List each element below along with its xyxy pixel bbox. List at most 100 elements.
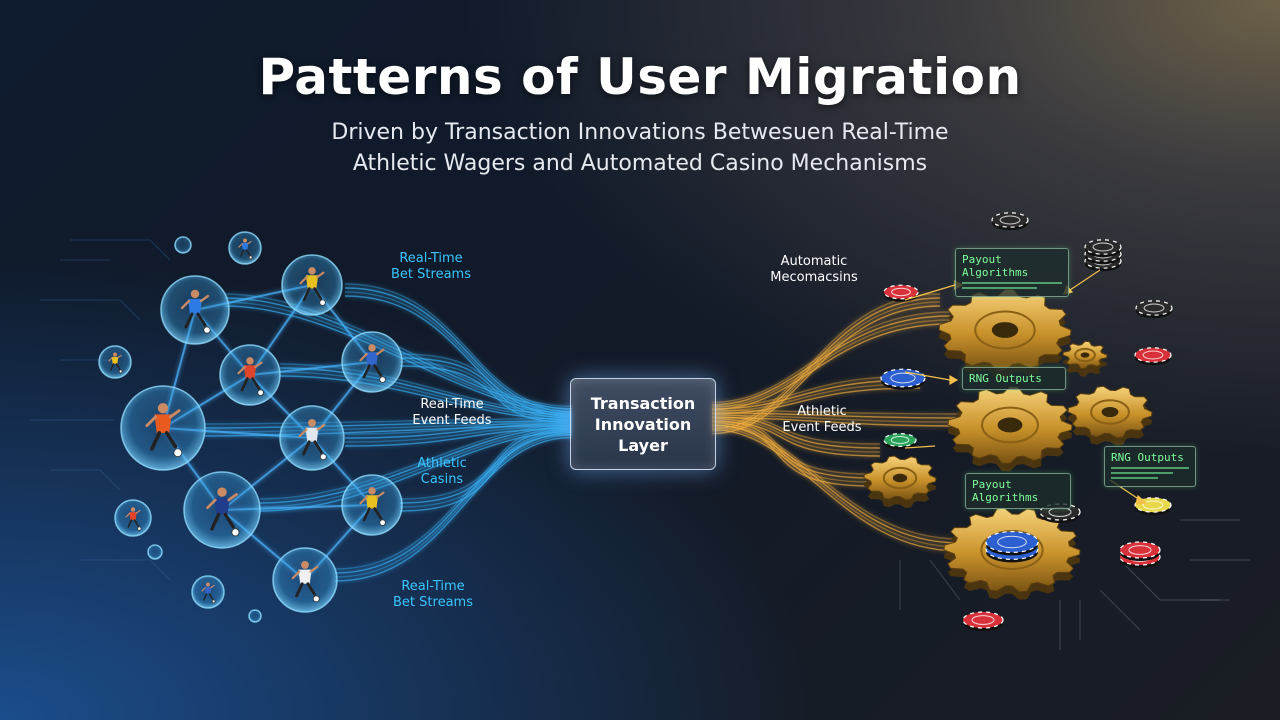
sports-stream-line	[204, 417, 573, 425]
athlete-leg	[362, 364, 371, 379]
athlete-torso	[241, 242, 249, 250]
athlete-arm	[180, 299, 191, 310]
athlete-leg	[373, 507, 383, 520]
athlete-arm	[299, 276, 308, 285]
athlete-leg	[302, 440, 311, 456]
athlete-leg	[245, 249, 251, 256]
casino-stream-line	[711, 421, 961, 540]
athlete-leg	[362, 507, 371, 522]
athlete-arm	[237, 366, 246, 375]
athlete-arm	[135, 509, 141, 514]
athlete-leg	[313, 440, 323, 454]
bubble-shell	[147, 544, 163, 560]
athlete-head	[243, 238, 247, 243]
athlete-arm	[201, 587, 206, 592]
athlete-arm	[316, 271, 325, 279]
athlete-arm	[108, 357, 113, 362]
left-circuit-traces	[30, 239, 171, 581]
athlete-bubble-icon	[183, 471, 261, 549]
chip-face	[883, 433, 917, 448]
athlete-leg	[110, 363, 115, 371]
athlete-bubble-icon	[272, 547, 338, 613]
casino-stream-line	[711, 426, 961, 548]
gear-hub	[991, 322, 1019, 338]
casino-stream-line	[711, 428, 961, 552]
athlete-head	[130, 507, 136, 512]
athlete-head	[368, 344, 376, 352]
panel-rng-outputs-right: RNG Outputs	[1104, 446, 1196, 487]
sports-stream-line	[399, 365, 573, 424]
panel-payout-algorithms-bottom: Payout Algorithms	[965, 473, 1071, 509]
chip-face	[1119, 541, 1161, 559]
chip-face	[1134, 347, 1172, 363]
chip-face	[883, 284, 919, 300]
casino-stream-line	[711, 379, 921, 410]
casino-stream-line	[711, 409, 961, 415]
athlete-arm	[376, 348, 385, 356]
label-athletic-event-feeds: Athletic Event Feeds	[722, 404, 922, 436]
panel-text: Payout Algorithms	[972, 478, 1039, 504]
ball-icon	[257, 389, 264, 396]
bubble-shell	[248, 609, 262, 623]
casino-stream-line	[711, 412, 961, 419]
sports-stream-line	[344, 423, 573, 439]
sports-stream-line	[334, 429, 573, 570]
sports-stream-line	[279, 375, 573, 421]
athlete-leg	[373, 364, 383, 377]
casino-stream-line	[711, 305, 941, 435]
athlete-torso	[305, 427, 319, 442]
casino-chip-icon	[880, 368, 926, 390]
athlete-arm	[210, 584, 215, 589]
athlete-leg	[208, 593, 214, 600]
gear-icon	[1067, 385, 1153, 446]
gear-ring	[981, 406, 1039, 444]
ball-icon	[118, 369, 123, 374]
subtitle-line-1: Driven by Transaction Innovations Betwes…	[331, 120, 949, 145]
gear-ring	[1074, 347, 1096, 363]
athlete-bubbles	[98, 231, 403, 623]
gear-icon	[1062, 340, 1108, 377]
casino-stream-line	[711, 315, 951, 406]
athlete-leg	[251, 377, 261, 390]
gear-ring	[980, 529, 1044, 571]
sports-stream-line	[334, 432, 573, 574]
casino-chip-icon	[1134, 347, 1172, 366]
label-line: Event Feeds	[412, 413, 492, 428]
casino-gears	[863, 288, 1153, 600]
panel-text: RNG Outputs	[1111, 451, 1184, 464]
casino-stream-line	[711, 416, 881, 449]
panel-text: Payout Algorithms	[962, 253, 1029, 279]
athlete-leg	[223, 512, 235, 529]
athlete-leg	[203, 593, 208, 601]
label-line: Automatic	[780, 254, 848, 269]
athlete-arm	[359, 496, 368, 505]
athlete-bubble-icon	[98, 345, 132, 379]
transaction-innovation-layer-hub: Transaction Innovation Layer	[570, 378, 716, 470]
chip-face	[991, 212, 1029, 228]
athlete-torso	[243, 365, 257, 379]
gear-ring	[882, 466, 918, 490]
athlete-arm	[145, 415, 158, 428]
chip-inner-ring	[1143, 303, 1165, 313]
athlete-arm	[309, 565, 319, 573]
athlete-bubble-icon	[281, 254, 343, 316]
label-line: Real-Time	[401, 579, 465, 594]
athlete-torso	[204, 586, 212, 594]
gear-hub	[997, 417, 1023, 433]
chip-face	[1084, 239, 1122, 255]
ball-icon	[231, 528, 240, 537]
athlete-leg	[306, 582, 316, 596]
sports-stream-line	[204, 420, 573, 429]
athlete-head	[206, 582, 210, 587]
ball-icon	[137, 526, 142, 531]
label-line: Event Feeds	[782, 420, 862, 435]
casino-chip-icon	[883, 433, 917, 450]
casino-stream-line	[711, 413, 881, 445]
chip-inner-ring	[890, 435, 910, 445]
casino-chips	[880, 212, 1173, 631]
casino-chip-icon	[962, 611, 1004, 631]
athlete-arm	[291, 570, 301, 580]
panel-pointer-arrows	[904, 269, 1148, 505]
gear-hub	[892, 473, 908, 483]
